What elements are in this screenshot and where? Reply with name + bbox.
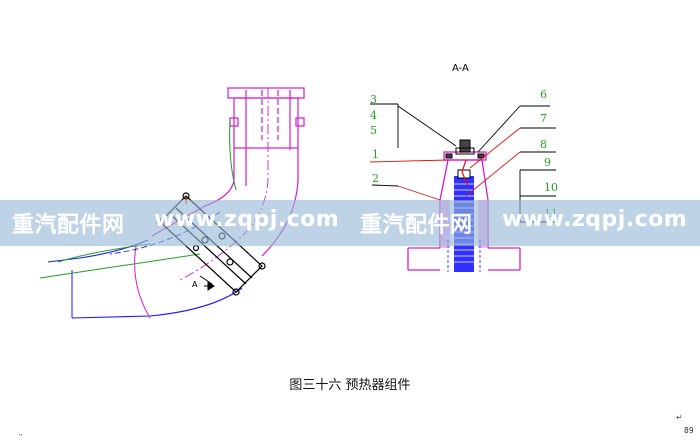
callout-lines xyxy=(369,103,556,223)
watermark-text-2: www.zqpj.com xyxy=(154,207,340,232)
callout-3: 3 xyxy=(370,93,377,106)
section-label: A-A xyxy=(452,63,469,74)
callout-4: 4 xyxy=(370,109,377,122)
callout-9: 9 xyxy=(544,156,551,169)
callout-1: 1 xyxy=(372,148,379,161)
red-wire xyxy=(461,159,469,187)
callout-10: 10 xyxy=(544,181,558,194)
callout-8: 8 xyxy=(540,138,547,151)
watermark-text-1: 重汽配件网 xyxy=(12,213,125,238)
section-arrow xyxy=(199,275,215,291)
callout-6: 6 xyxy=(540,88,547,101)
view-arrow-label: A xyxy=(192,280,198,289)
center-line xyxy=(179,88,269,281)
watermark-band: 重汽配件网 www.zqpj.com 重汽配件网 www.zqpj.com xyxy=(0,200,700,246)
callout-numbers-left: 3 4 5 1 2 xyxy=(370,93,379,185)
callout-5: 5 xyxy=(370,124,377,137)
green-curve-lower xyxy=(39,253,201,279)
bolt-nut xyxy=(445,139,485,159)
green-curve-pipe xyxy=(229,119,237,191)
callout-7: 7 xyxy=(540,112,547,125)
figure-caption: 图三十六 预热器组件 xyxy=(289,378,411,393)
return-mark: ↵ xyxy=(676,413,683,422)
left-mark: ., xyxy=(18,428,24,437)
watermark-text-3: 重汽配件网 xyxy=(360,213,473,238)
pipe-inner-bend xyxy=(134,245,151,319)
page-number: 89 xyxy=(684,426,694,435)
lower-pipe-wall-2 xyxy=(71,287,243,319)
watermark-text-4: www.zqpj.com xyxy=(502,207,688,232)
top-flange xyxy=(227,87,305,186)
callout-2: 2 xyxy=(372,172,379,185)
